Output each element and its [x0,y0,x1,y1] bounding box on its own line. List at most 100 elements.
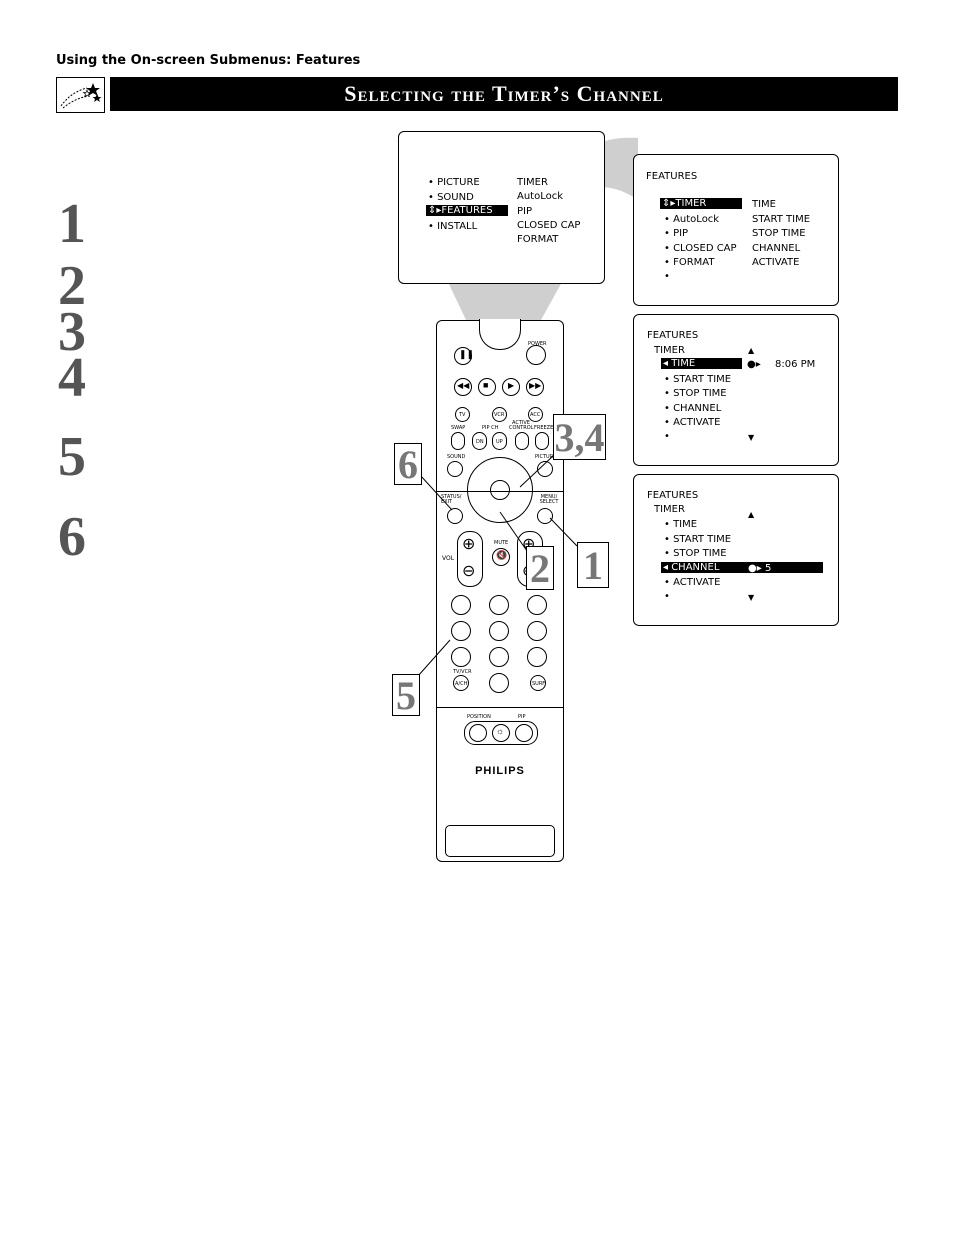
mute-icon: 🔇 [496,550,508,560]
light-button[interactable]: ☼ [492,724,510,742]
main-menu-item-install: • INSTALL [428,221,478,232]
timer-item-stop-time: • STOP TIME [664,388,727,399]
pip-button[interactable] [515,724,533,742]
ach-button[interactable]: A/CH [453,675,469,691]
timer-item-time: ◂ TIME [661,358,742,369]
callout-6: 6 [394,442,422,487]
stop-button[interactable]: ■ [478,378,496,396]
features-item-autolock: • AutoLock [664,214,720,225]
menu-select-button[interactable] [537,508,553,524]
step-number-1: 1 [58,193,86,255]
surf-button[interactable]: SURF [530,675,546,691]
number-button-0[interactable] [489,673,509,693]
main-menu-screen: • PICTURE • SOUND ⇕▸FEATURES • INSTALL T… [398,131,605,284]
number-button-1[interactable] [451,595,471,615]
callout-2: 2 [526,546,554,591]
step-number-5: 5 [58,426,86,488]
number-button-7[interactable] [451,647,471,667]
number-button-5[interactable] [489,621,509,641]
mute-button[interactable]: 🔇 [492,548,510,566]
timer-time-value: 8:06 PM [775,359,816,370]
status-exit-button[interactable] [447,508,463,524]
pip-ch-label: PIP CH [482,425,499,431]
fast-forward-icon: ▶▶ [529,381,542,390]
play-icon: ▶ [508,381,515,390]
number-button-8[interactable] [489,647,509,667]
rewind-button[interactable]: ◀◀ [454,378,472,396]
stop-icon: ■ [483,380,489,390]
step-number-3: 3 [58,301,86,363]
play-button[interactable]: ▶ [502,378,520,396]
channel-item-activate: • ACTIVATE [664,577,721,588]
power-label: POWER [528,341,547,347]
pause-button[interactable]: ❚❚ [454,347,475,365]
freeze-button[interactable] [535,432,549,450]
main-menu-sub-closed-cap: CLOSED CAP [517,220,581,231]
nav-center-button[interactable] [490,480,510,500]
swap-button[interactable] [451,432,465,450]
sound-label: SOUND [447,454,466,460]
main-menu-sub-pip: PIP [517,206,533,217]
features-item-closed-cap: • CLOSED CAP [664,243,737,254]
vcr-button[interactable]: VCR [492,407,507,422]
ir-window [479,319,521,350]
rewind-icon: ◀◀ [457,381,470,390]
number-button-3[interactable] [527,595,547,615]
callout-1: 1 [577,542,609,588]
channel-item-stop-time: • STOP TIME [664,548,727,559]
channel-item-time: • TIME [664,519,698,530]
picture-button[interactable] [537,461,553,477]
callout-5: 5 [392,673,420,718]
features-item-timer: ⇕▸TIMER [660,198,742,209]
light-bulb-icon: ☼ [496,726,505,736]
volume-down-icon: ⊖ [462,563,476,580]
channel-menu-sub: TIMER [654,504,685,515]
features-item-format: • FORMAT [664,257,715,268]
timer-menu-heading: FEATURES [647,330,699,341]
channel-down-arrow-icon: ▼ [748,593,755,602]
position-button[interactable] [469,724,487,742]
number-button-4[interactable] [451,621,471,641]
volume-rocker[interactable]: ⊕ ⊖ [457,531,483,587]
power-button[interactable] [526,345,546,365]
timer-menu-sub: TIMER [654,345,685,356]
picture-label: PICTURE [535,454,555,460]
channel-value-arrows-icon: ●▸ [748,563,762,574]
menu-select-label: MENU/ SELECT [539,494,559,505]
timer-item-channel: • CHANNEL [664,403,722,414]
number-button-2[interactable] [489,595,509,615]
freeze-label: FREEZE [534,425,554,431]
channel-value: 5 [765,563,772,574]
number-button-9[interactable] [527,647,547,667]
tv-button[interactable]: TV [455,407,470,422]
pip-label: PIP [518,714,526,720]
sound-button[interactable] [447,461,463,477]
features-sub-channel: CHANNEL [752,243,801,254]
pause-icon: ❚❚ [459,349,475,359]
remote-divider-top [437,491,563,492]
pip-control-group: ☼ [464,721,538,745]
timer-item-start-time: • START TIME [664,374,732,385]
channel-item-blank: • [664,591,670,602]
features-sub-activate: ACTIVATE [752,257,800,268]
stars-icon [60,83,102,109]
timer-down-arrow-icon: ▼ [748,433,755,442]
features-menu-screen: FEATURES ⇕▸TIMER • AutoLock • PIP • CLOS… [633,154,839,306]
channel-up-arrow-icon: ▲ [748,510,755,519]
main-menu-item-features: ⇕▸FEATURES [426,205,508,216]
acc-button[interactable]: ACC [528,407,543,422]
pip-ch-up-button[interactable]: UP [492,432,507,450]
tvvcr-label: TV/VCR [453,669,472,675]
fast-forward-button[interactable]: ▶▶ [526,378,544,396]
step-number-4: 4 [58,347,86,409]
channel-item-channel: ◂ CHANNEL [661,562,823,573]
pip-ch-down-button[interactable]: DN [472,432,487,450]
active-control-button[interactable] [515,432,529,450]
channel-menu-screen: FEATURES TIMER ▲ • TIME • START TIME • S… [633,474,839,626]
features-menu-heading: FEATURES [646,171,698,182]
step-number-6: 6 [58,506,86,568]
main-menu-sub-format: FORMAT [517,234,559,245]
number-button-6[interactable] [527,621,547,641]
channel-item-start-time: • START TIME [664,534,732,545]
battery-cover [445,825,555,857]
